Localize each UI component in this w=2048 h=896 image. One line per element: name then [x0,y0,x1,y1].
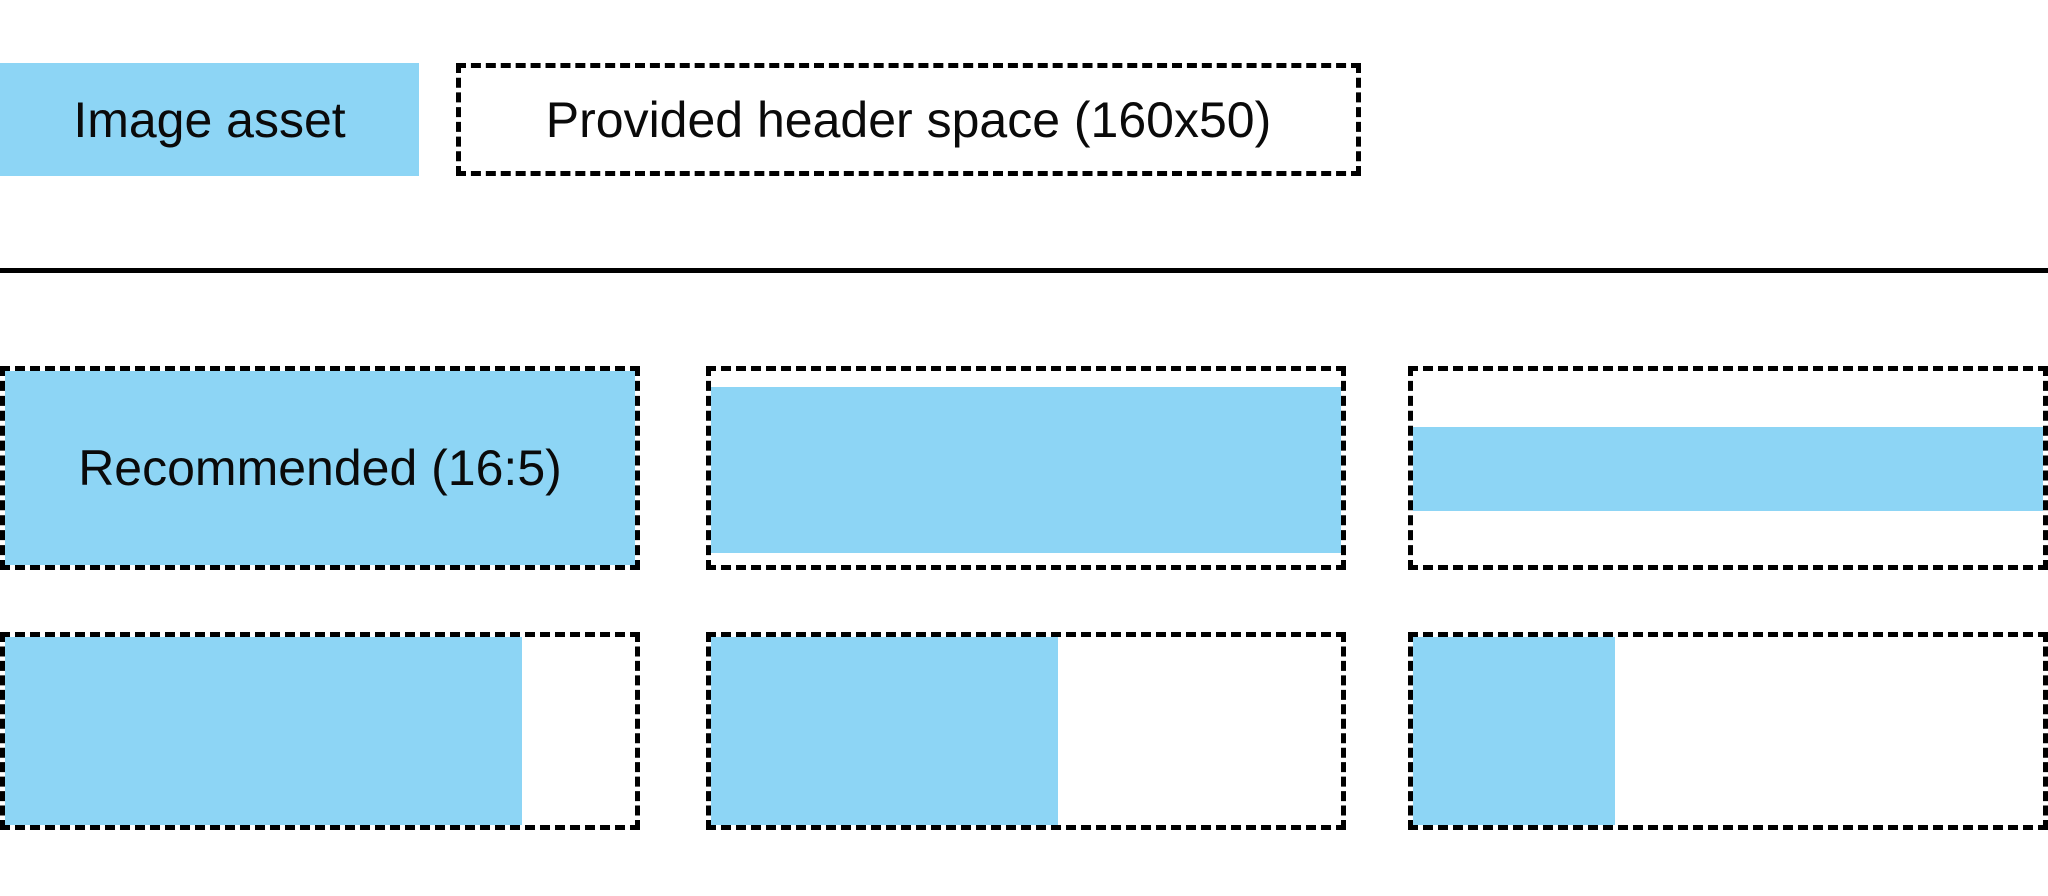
example-label: Recommended (16:5) [78,440,562,496]
example-slightly-tall-asset-pillarboxed [0,632,640,830]
image-asset-fill [711,637,1058,825]
divider-line [0,268,2048,273]
image-asset-fill [1413,427,2043,511]
legend-header-space-label: Provided header space (160x50) [545,91,1272,148]
image-asset-fill [5,637,522,825]
legend-image-asset-swatch: Image asset [0,63,419,176]
example-wide-asset-letterboxed [706,366,1346,570]
legend-header-space-box: Provided header space (160x50) [456,63,1361,176]
legend-image-asset-label: Image asset [73,91,346,148]
example-tall-asset-pillarboxed [706,632,1346,830]
image-asset-fill [711,386,1341,554]
image-asset-fill [5,371,635,565]
example-narrow-tall-asset-pillarboxed [1408,632,2048,830]
example-recommended-16-5: Recommended (16:5) [0,366,640,570]
image-asset-fill [1413,637,1615,825]
example-very-wide-asset-band [1408,366,2048,570]
